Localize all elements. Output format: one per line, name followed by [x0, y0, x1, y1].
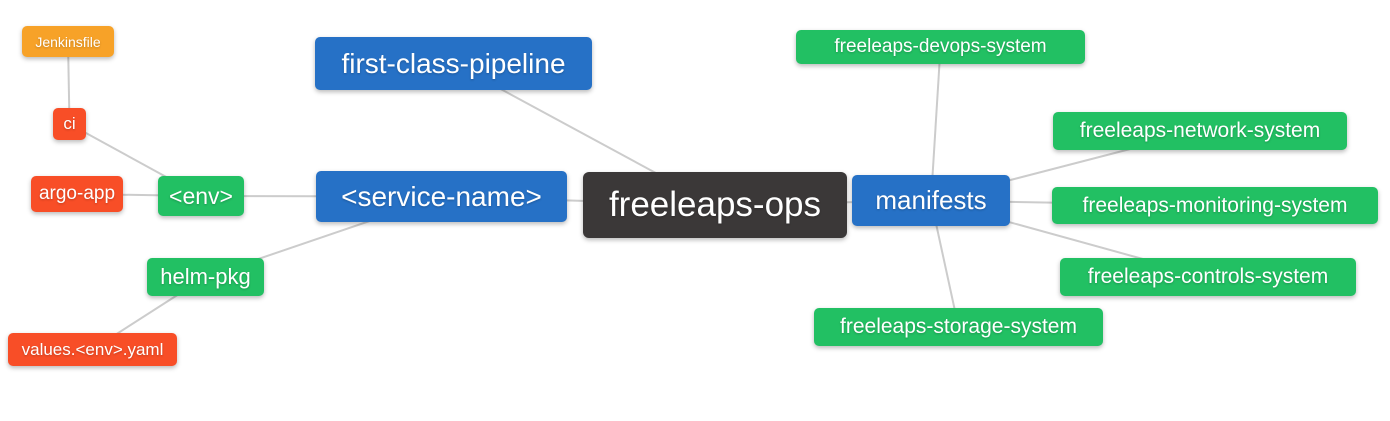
node-service-name[interactable]: <service-name>	[316, 171, 567, 222]
node-argo-app[interactable]: argo-app	[31, 176, 123, 212]
node-freeleaps-storage-system[interactable]: freeleaps-storage-system	[814, 308, 1103, 346]
node-env[interactable]: <env>	[158, 176, 244, 216]
node-ci[interactable]: ci	[53, 108, 86, 140]
node-jenkinsfile[interactable]: Jenkinsfile	[22, 26, 114, 57]
node-manifests[interactable]: manifests	[852, 175, 1010, 226]
node-first-class-pipeline[interactable]: first-class-pipeline	[315, 37, 592, 90]
node-freeleaps-network-system[interactable]: freeleaps-network-system	[1053, 112, 1347, 150]
node-freeleaps-controls-system[interactable]: freeleaps-controls-system	[1060, 258, 1356, 296]
node-values-env-yaml[interactable]: values.<env>.yaml	[8, 333, 177, 366]
node-freeleaps-devops-system[interactable]: freeleaps-devops-system	[796, 30, 1085, 64]
node-freeleaps-monitoring-system[interactable]: freeleaps-monitoring-system	[1052, 187, 1378, 224]
node-freeleaps-ops-root[interactable]: freeleaps-ops	[583, 172, 847, 238]
node-helm-pkg[interactable]: helm-pkg	[147, 258, 264, 296]
